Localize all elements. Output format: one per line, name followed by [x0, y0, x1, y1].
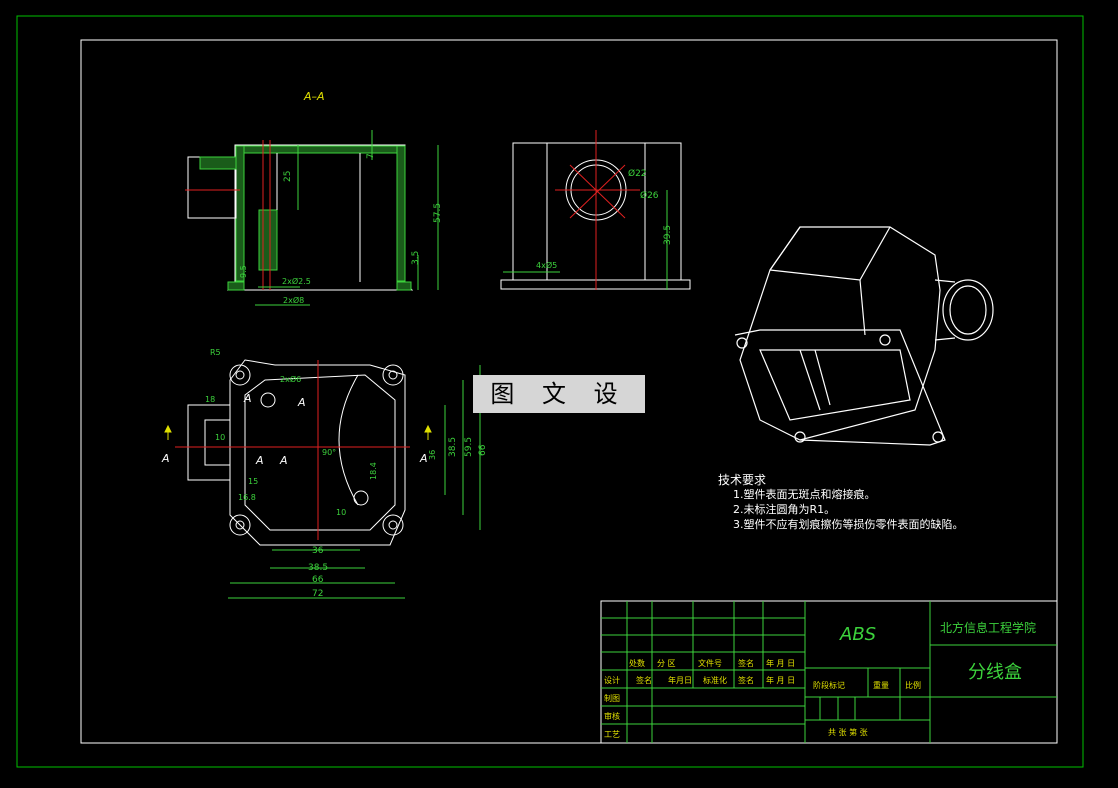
dim-d26: Ø26: [640, 190, 659, 201]
dim-r5: R5: [210, 348, 221, 357]
tech-requirements: 技术要求 1.塑件表面无斑点和熔接痕。 2.未标注圆角为R1。 3.塑件不应有划…: [718, 473, 964, 531]
dim-4x5: 4xØ5: [536, 260, 557, 270]
inner-frame: [80, 39, 1058, 744]
header-1: 分 区: [657, 659, 676, 668]
section-view: A–A 25 57.5 3.5 7 9.5 2xØ2.5 2xØ8: [185, 90, 443, 306]
dim-18: 18: [205, 395, 215, 404]
section-mark-right: A: [419, 452, 428, 465]
header-4: 年 月 日: [766, 658, 795, 668]
dim-10: 10: [215, 433, 225, 442]
dim-25: 25: [283, 171, 293, 182]
row-design-4: 签名: [738, 675, 754, 685]
dim-d22: Ø22: [628, 168, 647, 179]
dim-90deg: 90°: [322, 448, 336, 457]
iso-view: [734, 226, 994, 446]
row-design-1: 签名: [636, 675, 652, 685]
dim-18-4: 18.4: [369, 462, 378, 480]
tech-title: 技术要求: [718, 473, 766, 487]
dim-57-5: 57.5: [433, 203, 443, 223]
dim-38-5-h: 38.5: [448, 437, 458, 457]
stage-label-0: 阶段标记: [813, 680, 845, 690]
dim-59-5-h: 59.5: [464, 437, 474, 457]
material-text: ABS: [839, 624, 876, 645]
tech-item-2: 2.未标注圆角为R1。: [733, 502, 835, 516]
row-label-0: 制图: [604, 693, 620, 703]
dim-9-5: 9.5: [239, 265, 248, 278]
header-2: 文件号: [698, 658, 722, 668]
dim-15: 15: [248, 477, 258, 486]
sheet-count: 共 张 第 张: [828, 727, 868, 737]
section-mark-a3: A: [255, 454, 264, 467]
outer-frame: [16, 15, 1084, 768]
school-name: 北方信息工程学院: [940, 620, 1036, 635]
dim-38-5-w: 38.5: [308, 563, 328, 573]
dim-72-w: 72: [312, 589, 323, 599]
dim-hole-8: 2xØ8: [283, 295, 304, 305]
stage-label-2: 比例: [905, 680, 921, 690]
dim-36-w: 36: [312, 546, 324, 556]
dim-39-5: 39.5: [663, 225, 673, 245]
section-mark-a2: A: [297, 396, 306, 409]
row-label-1: 审核: [604, 711, 620, 721]
dim-2x6: 2xØ6: [280, 374, 301, 384]
dim-10-b: 10: [336, 508, 346, 517]
header-3: 签名: [738, 658, 754, 668]
row-design-3: 标准化: [703, 675, 727, 685]
tech-item-3: 3.塑件不应有划痕擦伤等损伤零件表面的缺陷。: [733, 517, 964, 531]
dim-7: 7: [366, 153, 376, 159]
side-view: Ø22 Ø26 39.5 4xØ5: [500, 130, 691, 290]
dim-36-h: 36: [428, 450, 437, 460]
dim-3-5: 3.5: [411, 251, 421, 265]
section-mark-a1: A: [243, 392, 252, 405]
row-design-2: 年月日: [668, 675, 692, 685]
row-design-0: 设计: [604, 675, 620, 685]
plan-view: R5 2xØ6 18 10 15 16.8 36 38.5 66 72 38.5…: [161, 348, 488, 599]
stage-label-1: 重量: [873, 680, 889, 690]
title-block: ABS 北方信息工程学院 分线盒 处数 分 区 文件号 签名 年 月 日 设计 …: [600, 600, 1058, 744]
dim-66-w: 66: [312, 575, 324, 585]
row-label-2: 工艺: [604, 730, 620, 739]
tech-item-1: 1.塑件表面无斑点和熔接痕。: [733, 487, 876, 501]
row-design-5: 年 月 日: [766, 675, 795, 685]
section-mark-a4: A: [279, 454, 288, 467]
dim-66-h: 66: [478, 444, 488, 456]
header-0: 处数: [629, 658, 645, 668]
section-view-label: A–A: [303, 90, 325, 103]
section-mark-left: A: [161, 452, 170, 465]
dim-hole-2-5: 2xØ2.5: [282, 276, 311, 286]
part-name: 分线盒: [968, 662, 1022, 683]
watermark-label: 图 文 设 计: [473, 375, 645, 446]
dim-16-8: 16.8: [238, 493, 256, 502]
